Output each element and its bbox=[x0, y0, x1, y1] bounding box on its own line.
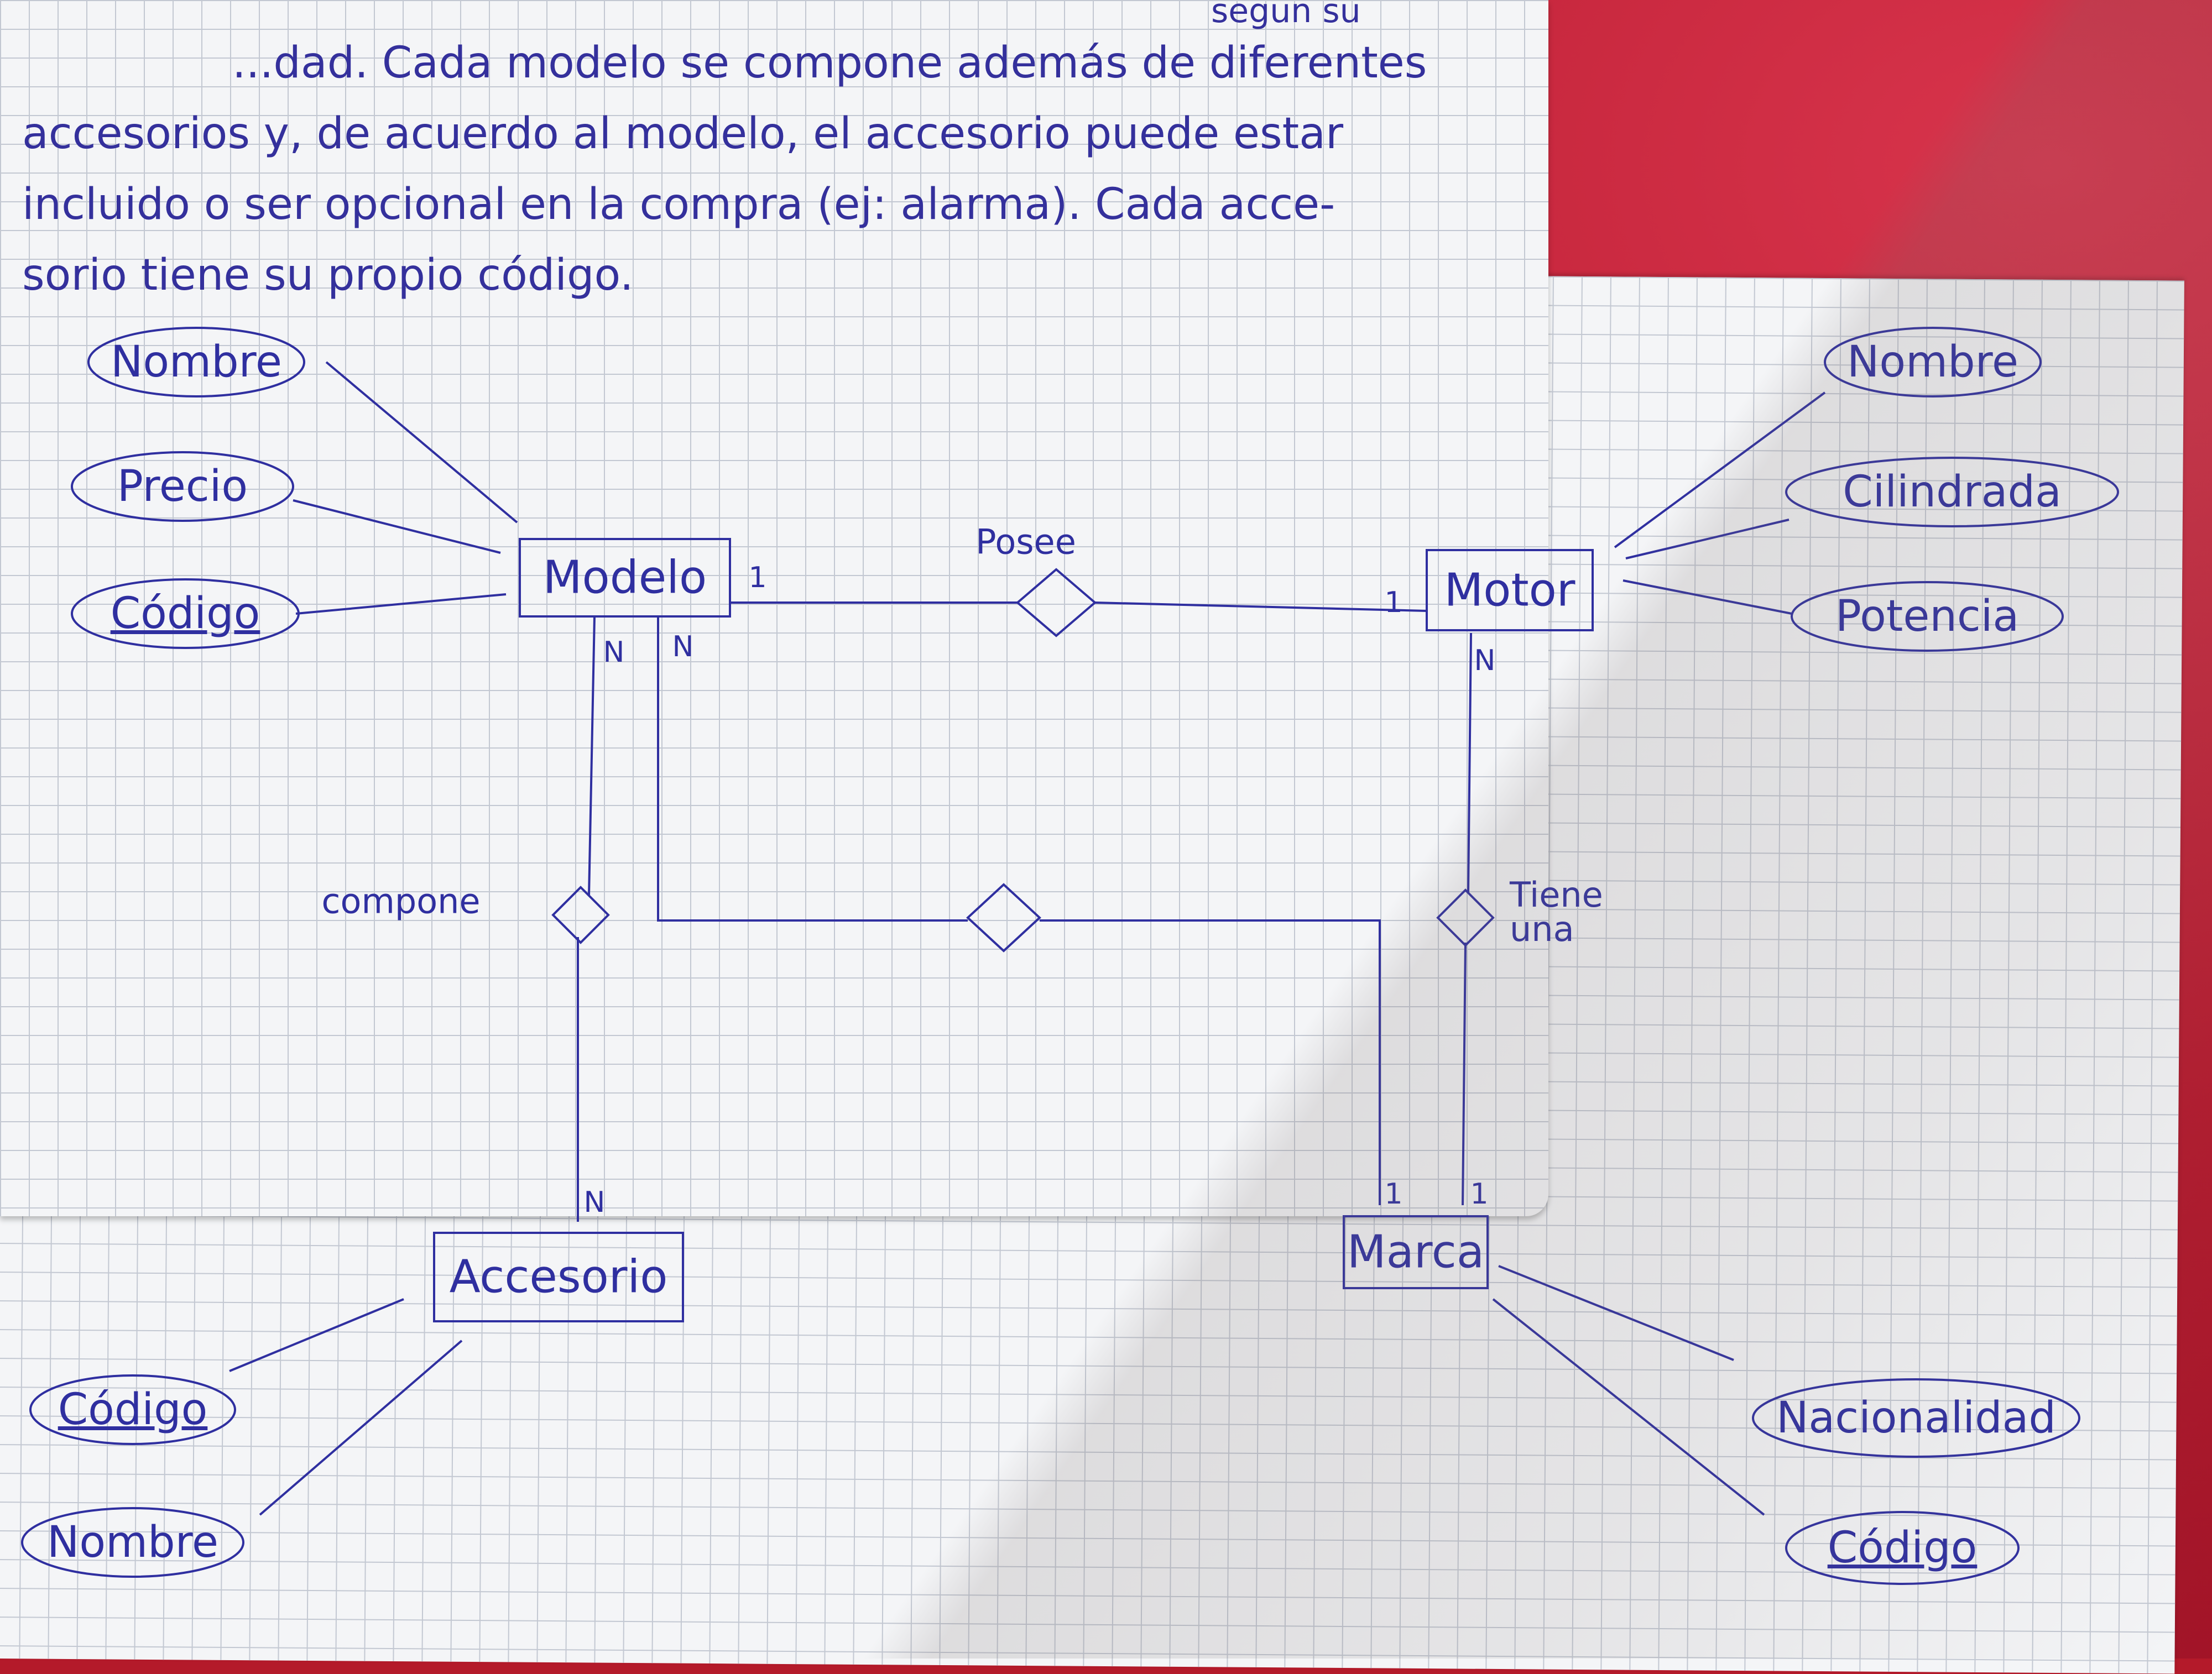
attr-motor-cilindrada-label: Cilindrada bbox=[1843, 467, 2062, 517]
line-motor-nombre bbox=[1614, 391, 1826, 548]
card-accesorio-compone: N bbox=[583, 1186, 606, 1219]
card-modelo-compone: N bbox=[603, 636, 625, 669]
entity-marca-box bbox=[1343, 1215, 1489, 1289]
line-modelo-codigo bbox=[295, 593, 507, 615]
rel-compone-label: compone bbox=[321, 881, 481, 922]
attr-marca-nacionalidad-label: Nacionalidad bbox=[1776, 1393, 2056, 1443]
paragraph-line: incluido o ser opcional en la compra (ej… bbox=[22, 180, 1335, 229]
attr-marca-codigo-label: Código bbox=[1827, 1523, 1978, 1573]
attr-motor-nombre-label: Nombre bbox=[1847, 337, 2018, 387]
attr-modelo-nombre-label: Nombre bbox=[111, 337, 282, 387]
entity-accesorio-box bbox=[433, 1232, 684, 1322]
line-modelo-compone bbox=[588, 616, 596, 896]
card-motor-posee: 1 bbox=[1384, 586, 1403, 619]
card-marca-modelo: 1 bbox=[1384, 1178, 1403, 1211]
attr-modelo-precio-label: Precio bbox=[117, 462, 248, 511]
entity-modelo-label: Modelo bbox=[542, 551, 707, 604]
entity-marca-label: Marca bbox=[1347, 1226, 1485, 1279]
attr-accesorio-codigo-ellipse bbox=[29, 1374, 236, 1445]
attr-marca-nacionalidad-ellipse bbox=[1752, 1378, 2080, 1458]
line-accesorio-codigo bbox=[229, 1298, 404, 1372]
paragraph-line: accesorios y, de acuerdo al modelo, el a… bbox=[22, 109, 1344, 159]
attr-motor-cilindrada-ellipse bbox=[1785, 457, 2119, 527]
attr-motor-nombre-ellipse bbox=[1824, 327, 2042, 397]
line-marca-nacionalidad bbox=[1498, 1265, 1734, 1361]
attr-modelo-codigo-label: Código bbox=[110, 589, 260, 639]
entity-motor-box bbox=[1426, 549, 1594, 631]
card-modelo-posee: 1 bbox=[748, 561, 767, 594]
rel-compone-diamond bbox=[551, 886, 610, 944]
attr-motor-potencia-ellipse bbox=[1791, 581, 2064, 652]
line-marca-codigo bbox=[1492, 1298, 1765, 1516]
rel-tiene-una-label: Tiene una bbox=[1510, 875, 1603, 949]
line-posee-motor bbox=[1094, 601, 1427, 612]
rel-tiene-una-diamond bbox=[1436, 888, 1495, 947]
line-modelo-precio bbox=[293, 499, 501, 554]
entity-accesorio-label: Accesorio bbox=[449, 1251, 668, 1304]
line-motor-cilindrada bbox=[1625, 519, 1790, 559]
line-relationship-marca bbox=[1040, 919, 1381, 1205]
attr-marca-codigo-ellipse bbox=[1785, 1511, 2020, 1585]
card-modelo-marca: N bbox=[672, 630, 694, 663]
rel-modelo-marca-diamond bbox=[966, 883, 1041, 953]
line-accesorio-nombre bbox=[259, 1340, 463, 1516]
rel-posee-diamond bbox=[1015, 568, 1097, 637]
line-motor-tiene bbox=[1467, 632, 1472, 893]
attr-accesorio-codigo-label: Código bbox=[58, 1385, 208, 1435]
line-motor-potencia bbox=[1623, 579, 1792, 615]
entity-modelo-box bbox=[519, 538, 731, 618]
attr-modelo-precio-ellipse bbox=[71, 451, 294, 522]
line-modelo-nombre bbox=[325, 361, 518, 524]
paragraph-line: sorio tiene su propio código. bbox=[22, 250, 634, 300]
paragraph-line: segun su bbox=[1211, 0, 1361, 30]
line-tiene-marca bbox=[1462, 942, 1467, 1206]
entity-motor-label: Motor bbox=[1444, 564, 1575, 617]
line-modelo-relationship bbox=[657, 616, 968, 922]
attr-accesorio-nombre-label: Nombre bbox=[47, 1518, 218, 1567]
paragraph-line: ...dad. Cada modelo se compone además de… bbox=[232, 38, 1427, 88]
attr-modelo-nombre-ellipse bbox=[87, 327, 305, 397]
attr-accesorio-nombre-ellipse bbox=[21, 1507, 244, 1578]
attr-motor-potencia-label: Potencia bbox=[1835, 592, 2020, 641]
rel-posee-label: Posee bbox=[975, 521, 1076, 562]
handwritten-paragraph: segun su ...dad. Cada modelo se compone … bbox=[22, 0, 1515, 311]
card-motor-tiene: N bbox=[1474, 644, 1496, 677]
card-marca-motor: 1 bbox=[1470, 1178, 1489, 1211]
